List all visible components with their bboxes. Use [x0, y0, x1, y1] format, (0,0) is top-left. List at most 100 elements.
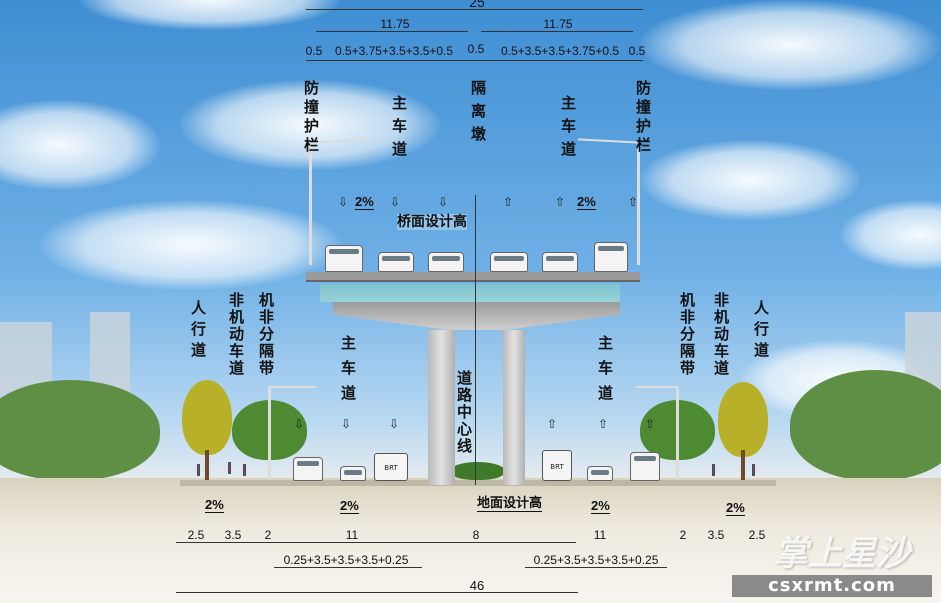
dim-segment: 11 — [593, 528, 607, 542]
tree-trunk — [741, 450, 745, 480]
cloud — [0, 100, 160, 190]
label-right-bike-lane: 非机动车道 — [712, 292, 730, 377]
pedestrian — [243, 464, 246, 476]
label-ground-elevation: 地面设计高 — [477, 492, 543, 512]
dim-right-lanes: 0.5+3.5+3.5+3.75+0.5 — [500, 44, 620, 58]
label-ground-right-main-lane: 主车道 — [596, 335, 614, 410]
label-left-sidewalk: 人行道 — [189, 300, 207, 363]
arrow-down-icon: ⇩ — [390, 195, 401, 209]
dim-line-left-lanes — [274, 567, 422, 568]
shrub — [450, 462, 505, 480]
bridge-pier-cap — [333, 302, 620, 330]
arrow-up-icon: ⇧ — [628, 195, 639, 209]
arrow-down-icon: ⇩ — [389, 417, 400, 431]
street-lamp-arm — [636, 386, 678, 388]
dim-ground-left-lanes: 0.25+3.5+3.5+3.5+0.25 — [283, 553, 409, 567]
label-deck-elevation: 桥面设计高 — [397, 214, 467, 230]
car — [340, 466, 366, 481]
cloud — [640, 0, 940, 90]
background-trees — [790, 370, 941, 480]
bridge-pier-left — [428, 330, 455, 485]
dim-line-right-half — [481, 31, 633, 32]
dim-line-lanes-top — [306, 60, 643, 61]
dim-line-left-half — [316, 31, 468, 32]
bus-label: BRT — [384, 464, 398, 472]
dim-line-right-lanes — [525, 567, 667, 568]
centerline — [475, 195, 476, 485]
van — [594, 242, 628, 272]
dim-segment: 2 — [679, 528, 687, 542]
dim-total-top: 25 — [469, 0, 485, 10]
label-bridge-left-slope: 2% — [355, 194, 374, 210]
arrow-up-icon: ⇧ — [555, 195, 566, 209]
dim-segment: 8 — [472, 528, 480, 542]
label-ground-left-main-lane: 主车道 — [339, 335, 357, 410]
dim-ground-right-lanes: 0.25+3.5+3.5+3.5+0.25 — [533, 553, 659, 567]
label-right-barrier: 防撞护栏 — [634, 80, 652, 156]
dim-line-segments — [176, 542, 576, 543]
dim-segment: 3.5 — [224, 528, 242, 542]
label-right-sidewalk: 人行道 — [752, 300, 770, 363]
cloud — [840, 200, 941, 270]
dim-left-edge: 0.5 — [305, 44, 323, 58]
car — [542, 252, 578, 272]
watermark-url: csxrmt.com — [732, 575, 932, 597]
label-ground-slope: 2% — [591, 498, 610, 514]
watermark-logo: 掌上星沙 — [774, 534, 910, 574]
dim-left-half: 11.75 — [380, 17, 410, 31]
cloud — [40, 200, 340, 290]
dim-segment: 3.5 — [707, 528, 725, 542]
road-surface — [180, 480, 776, 486]
dim-segment: 2 — [264, 528, 272, 542]
dim-segment: 2.5 — [748, 528, 766, 542]
brt-bus: BRT — [374, 453, 408, 481]
label-median-pier: 隔离墩 — [469, 80, 487, 149]
arrow-down-icon: ⇩ — [438, 195, 449, 209]
dim-middle: 0.5 — [467, 42, 485, 56]
van — [630, 452, 660, 481]
dim-total-bottom: 46 — [469, 578, 485, 593]
street-lamp-arm — [268, 386, 316, 388]
background-trees — [0, 380, 160, 480]
tree — [182, 380, 232, 455]
dim-right-edge: 0.5 — [628, 44, 646, 58]
tree-trunk — [205, 450, 209, 480]
pedestrian — [712, 464, 715, 476]
label-bridge-right-main-lane: 主车道 — [559, 95, 577, 164]
dim-segment: 2.5 — [187, 528, 205, 542]
bridge-lamp — [309, 145, 312, 265]
pedestrian — [197, 464, 200, 476]
dim-line-total-top — [306, 9, 643, 10]
bridge-lamp — [637, 145, 640, 265]
bridge-pier-right — [503, 330, 525, 485]
pedestrian — [228, 462, 231, 474]
dim-left-lanes: 0.5+3.75+3.5+3.5+0.5 — [334, 44, 454, 58]
arrow-up-icon: ⇧ — [645, 417, 656, 431]
label-ground-slope: 2% — [205, 497, 224, 513]
arrow-down-icon: ⇩ — [294, 417, 305, 431]
label-right-separator: 机非分隔带 — [678, 292, 696, 377]
dim-right-half: 11.75 — [543, 17, 573, 31]
arrow-down-icon: ⇩ — [338, 195, 349, 209]
bridge-girder — [320, 284, 620, 302]
label-ground-slope: 2% — [726, 500, 745, 516]
street-lamp — [268, 388, 271, 480]
car — [293, 457, 323, 481]
tree — [718, 382, 768, 457]
bridge-deck — [306, 272, 640, 282]
brt-bus: BRT — [542, 450, 572, 481]
bus-label: BRT — [550, 463, 564, 471]
label-left-separator: 机非分隔带 — [257, 292, 275, 377]
pedestrian — [752, 464, 755, 476]
arrow-up-icon: ⇧ — [598, 417, 609, 431]
car — [325, 245, 363, 272]
arrow-up-icon: ⇧ — [503, 195, 514, 209]
label-bridge-left-main-lane: 主车道 — [390, 95, 408, 164]
cloud — [640, 140, 860, 220]
car — [428, 252, 464, 272]
label-road-centerline: 道路中心线 — [455, 370, 473, 455]
label-left-barrier: 防撞护栏 — [302, 80, 320, 156]
cloud — [80, 0, 340, 30]
arrow-up-icon: ⇧ — [547, 417, 558, 431]
